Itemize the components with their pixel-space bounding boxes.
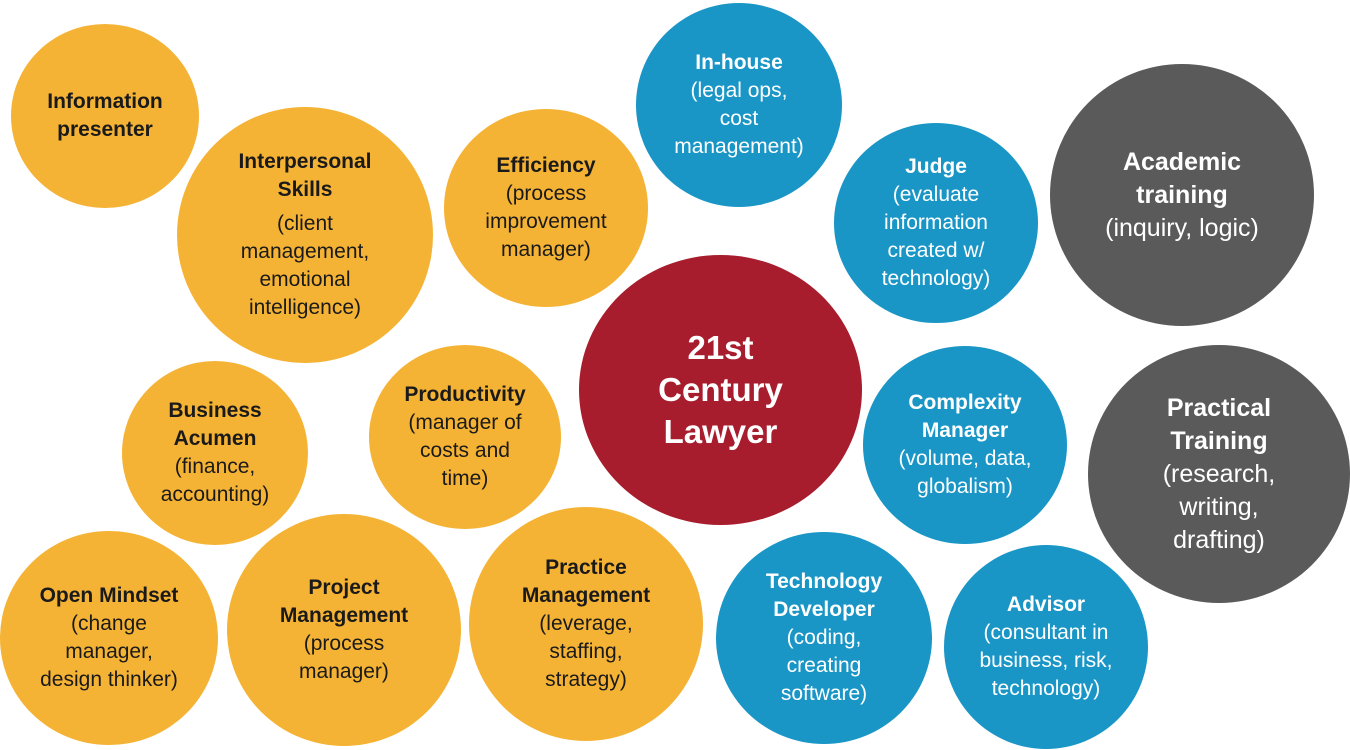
bubble-interpersonal-skills: Interpersonal Skills (client management,… — [177, 107, 433, 363]
bubble-desc: globalism) — [917, 475, 1013, 498]
bubble-desc: (change — [71, 612, 147, 635]
bubble-title: Academic — [1122, 147, 1242, 176]
bubble-advisor: Advisor (consultant in business, risk, t… — [944, 545, 1148, 749]
bubble-desc: technology) — [881, 267, 991, 290]
bubble-desc: time) — [441, 467, 489, 490]
bubble-desc: (coding, — [786, 626, 862, 649]
bubble-title: Management — [279, 604, 409, 627]
bubble-desc: strategy) — [545, 668, 627, 691]
bubble-desc: (research, — [1162, 459, 1276, 488]
bubble-complexity-manager: Complexity Manager (volume, data, global… — [863, 346, 1067, 544]
bubble-title: In-house — [695, 51, 783, 74]
bubble-title: Developer — [773, 598, 875, 621]
bubble-desc: manager) — [501, 238, 591, 261]
bubble-title: Efficiency — [496, 154, 596, 177]
bubble-productivity: Productivity (manager of costs and time) — [369, 345, 561, 529]
bubble-desc: writing, — [1179, 492, 1259, 521]
bubble-desc: drafting) — [1173, 525, 1265, 554]
bubble-title: Acumen — [173, 427, 257, 450]
bubble-desc: management) — [674, 135, 804, 158]
bubble-desc: (client — [276, 212, 334, 235]
bubble-desc: costs and — [420, 439, 510, 462]
bubble-desc: technology) — [991, 677, 1101, 700]
bubble-desc: (leverage, — [539, 612, 633, 635]
bubble-title: Project — [308, 576, 380, 599]
bubble-desc: (volume, data, — [898, 447, 1032, 470]
bubble-academic-training: Academic training (inquiry, logic) — [1050, 64, 1314, 326]
bubble-desc: intelligence) — [248, 296, 362, 319]
bubble-open-mindset: Open Mindset (change manager, design thi… — [0, 531, 218, 745]
bubble-desc: accounting) — [160, 483, 270, 506]
bubble-title: Technology — [765, 570, 883, 593]
bubble-title: Information — [47, 90, 163, 113]
bubble-desc: management, — [240, 240, 370, 263]
bubble-title: Productivity — [404, 383, 526, 406]
bubble-title: Open Mindset — [39, 584, 179, 607]
bubble-title: presenter — [57, 118, 153, 141]
bubble-title: training — [1136, 180, 1228, 209]
bubble-title: Skills — [277, 178, 333, 201]
bubble-in-house: In-house (legal ops, cost management) — [636, 3, 842, 207]
bubble-desc: cost — [719, 107, 759, 130]
bubble-title: Advisor — [1006, 593, 1086, 616]
bubble-business-acumen: Business Acumen (finance, accounting) — [122, 361, 308, 545]
bubble-desc: manager, — [65, 640, 153, 663]
bubble-desc: emotional — [259, 268, 351, 291]
center-title: Lawyer — [663, 413, 778, 450]
bubble-desc: business, risk, — [979, 649, 1113, 672]
bubble-desc: (inquiry, logic) — [1105, 213, 1259, 242]
bubble-title: Judge — [905, 155, 967, 178]
bubble-title: Complexity — [908, 391, 1022, 414]
bubble-title: Training — [1170, 426, 1268, 455]
bubble-technology-developer: Technology Developer (coding, creating s… — [716, 532, 932, 744]
bubble-desc: (finance, — [174, 455, 256, 478]
bubble-desc: design thinker) — [40, 668, 178, 691]
bubble-desc: created w/ — [887, 239, 985, 262]
bubble-desc: (evaluate — [892, 183, 980, 206]
center-title: Century — [658, 371, 783, 408]
bubble-desc: creating — [786, 654, 862, 677]
bubble-desc: manager) — [299, 660, 389, 683]
bubble-title: Practice — [545, 556, 627, 579]
bubble-desc: (process — [303, 632, 385, 655]
bubble-desc: (process — [505, 182, 587, 205]
bubble-information-presenter: Information presenter — [11, 24, 199, 208]
bubble-21st-century-lawyer: 21st Century Lawyer — [579, 255, 862, 525]
bubble-title: Interpersonal — [238, 150, 372, 173]
bubble-judge: Judge (evaluate information created w/ t… — [834, 123, 1038, 323]
center-title: 21st — [687, 329, 754, 366]
bubble-desc: (consultant in — [983, 621, 1109, 644]
bubble-title: Practical — [1166, 393, 1272, 422]
bubble-title: Manager — [921, 419, 1009, 442]
bubble-desc: software) — [780, 682, 868, 705]
bubble-desc: (legal ops, — [690, 79, 788, 102]
bubble-title: Business — [168, 399, 262, 422]
bubble-practical-training: Practical Training (research, writing, d… — [1088, 345, 1350, 603]
bubble-desc: staffing, — [549, 640, 623, 663]
bubble-desc: (manager of — [408, 411, 522, 434]
bubble-efficiency: Efficiency (process improvement manager) — [444, 109, 648, 307]
bubble-title: Management — [521, 584, 651, 607]
bubble-desc: information — [884, 211, 988, 234]
bubble-practice-management: Practice Management (leverage, staffing,… — [469, 507, 703, 741]
bubble-project-management: Project Management (process manager) — [227, 514, 461, 746]
bubble-desc: improvement — [485, 210, 607, 233]
